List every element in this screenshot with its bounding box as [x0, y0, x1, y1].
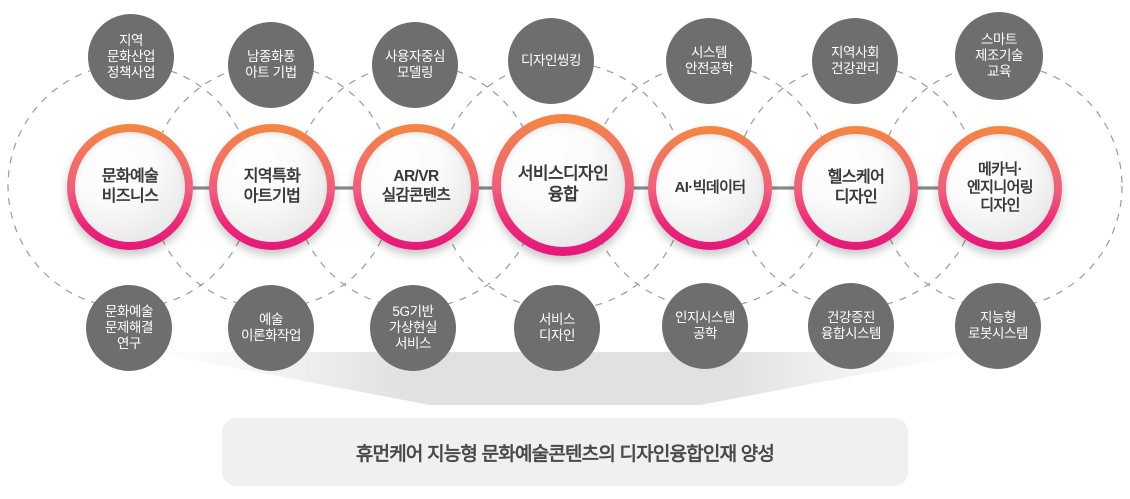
satellite-top-5-label: 시스템 안전공학 — [684, 45, 734, 76]
satellite-top-4-label: 디자인씽킹 — [520, 53, 582, 69]
hub-node-4[interactable]: 서비스디자인 융합 — [492, 114, 634, 256]
satellite-top-3-label: 사용자중심 모델링 — [384, 49, 446, 80]
summary-banner: 휴먼케어 지능형 문화예술콘텐츠의 디자인융합인재 양성 — [222, 418, 908, 486]
hub-node-6-inner: 헬스케어 디자인 — [802, 134, 910, 242]
satellite-top-5[interactable]: 시스템 안전공학 — [666, 18, 752, 104]
hub-node-6-label: 헬스케어 디자인 — [827, 169, 885, 206]
hub-node-3-label: AR/VR 실감콘텐츠 — [381, 168, 451, 204]
hub-node-7[interactable]: 메카닉· 엔지니어링 디자인 — [938, 126, 1062, 250]
satellite-top-7-label: 스마트 제조기술 교육 — [974, 32, 1024, 79]
hub-node-6[interactable]: 헬스케어 디자인 — [794, 126, 918, 250]
satellite-bottom-3-label: 5G기반 가상현실 서비스 — [388, 304, 438, 351]
hub-node-5-label: AI·빅데이터 — [674, 178, 747, 196]
hub-node-5[interactable]: AI·빅데이터 — [648, 126, 772, 250]
satellite-bottom-3[interactable]: 5G기반 가상현실 서비스 — [370, 285, 456, 371]
hub-node-7-label: 메카닉· 엔지니어링 디자인 — [966, 160, 1034, 215]
satellite-bottom-6-label: 건강증진 융합시스템 — [820, 310, 882, 341]
satellite-top-6[interactable]: 지역사회 건강관리 — [812, 18, 898, 104]
satellite-top-4[interactable]: 디자인씽킹 — [508, 18, 594, 104]
hub-node-3-inner: AR/VR 실감콘텐츠 — [361, 132, 471, 242]
hub-node-1-inner: 문화예술 비즈니스 — [75, 132, 185, 242]
satellite-top-6-label: 지역사회 건강관리 — [830, 45, 880, 76]
hub-node-4-label: 서비스디자인 융합 — [517, 164, 609, 204]
hub-node-2-label: 지역특화 아트기법 — [243, 168, 301, 205]
satellite-bottom-2[interactable]: 예술 이론화작업 — [228, 285, 314, 371]
satellite-bottom-6[interactable]: 건강증진 융합시스템 — [808, 283, 894, 369]
satellite-bottom-5[interactable]: 인지시스템 공학 — [662, 283, 748, 369]
satellite-bottom-1-label: 문화예술 문제해결 연구 — [104, 304, 154, 351]
satellite-bottom-1[interactable]: 문화예술 문제해결 연구 — [86, 285, 172, 371]
satellite-top-2-label: 남종화풍 아트 기법 — [245, 49, 297, 80]
satellite-top-7[interactable]: 스마트 제조기술 교육 — [955, 12, 1043, 100]
satellite-bottom-4[interactable]: 서비스 디자인 — [514, 285, 600, 371]
satellite-bottom-7-label: 지능형 로봇시스템 — [967, 310, 1029, 341]
hub-node-2-inner: 지역특화 아트기법 — [217, 132, 327, 242]
hub-node-1-label: 문화예술 비즈니스 — [101, 168, 159, 205]
hub-node-3[interactable]: AR/VR 실감콘텐츠 — [353, 124, 479, 250]
satellite-bottom-4-label: 서비스 디자인 — [538, 312, 576, 343]
satellite-top-1-label: 지역 문화산업 정책사업 — [106, 33, 156, 80]
hub-node-5-inner: AI·빅데이터 — [656, 134, 764, 242]
hub-node-1[interactable]: 문화예술 비즈니스 — [67, 124, 193, 250]
satellite-top-1[interactable]: 지역 문화산업 정책사업 — [88, 14, 174, 100]
satellite-top-2[interactable]: 남종화풍 아트 기법 — [228, 22, 314, 108]
hub-node-2[interactable]: 지역특화 아트기법 — [209, 124, 335, 250]
perspective-shadow — [150, 352, 980, 405]
satellite-bottom-2-label: 예술 이론화작업 — [240, 312, 302, 343]
summary-banner-text: 휴먼케어 지능형 문화예술콘텐츠의 디자인융합인재 양성 — [355, 443, 775, 465]
satellite-bottom-7[interactable]: 지능형 로봇시스템 — [955, 283, 1041, 369]
satellite-top-3[interactable]: 사용자중심 모델링 — [372, 22, 458, 108]
satellite-bottom-5-label: 인지시스템 공학 — [674, 310, 736, 341]
hub-node-4-inner: 서비스디자인 융합 — [501, 123, 625, 247]
hub-node-7-inner: 메카닉· 엔지니어링 디자인 — [946, 134, 1054, 242]
